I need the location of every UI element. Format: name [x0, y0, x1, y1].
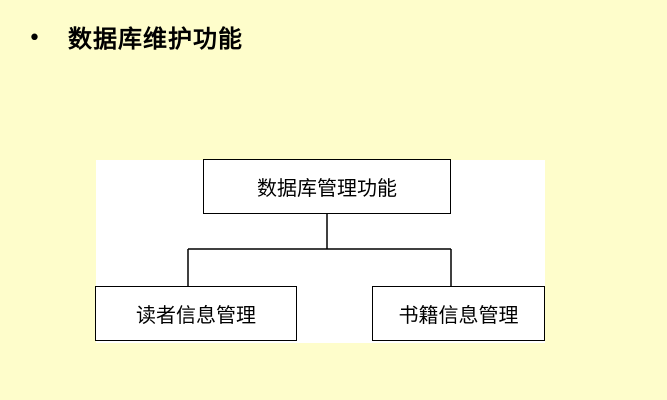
- node-reader-info-management: 读者信息管理: [95, 286, 297, 341]
- node-database-management: 数据库管理功能: [203, 159, 451, 214]
- node-book-info-management: 书籍信息管理: [372, 286, 545, 341]
- bullet-marker: •: [28, 26, 41, 51]
- slide-heading: 数据库维护功能: [68, 24, 243, 53]
